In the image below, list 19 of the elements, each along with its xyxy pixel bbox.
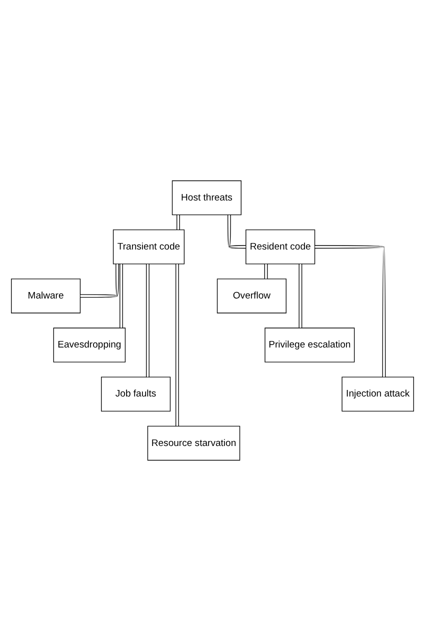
node-box: Privilege escalation [264, 327, 355, 362]
connector [298, 263, 302, 328]
node-box: Injection attack [342, 376, 414, 412]
node-box: Resident code [246, 228, 316, 264]
connector [264, 263, 268, 279]
connector [176, 214, 180, 230]
connector [314, 244, 386, 377]
node-box: Overflow [216, 278, 286, 313]
connector [228, 214, 246, 248]
connector [120, 263, 123, 328]
node-box: Eavesdropping [53, 327, 126, 362]
node-box: Resource starvation [147, 425, 240, 460]
node-box: Transient code [112, 228, 185, 264]
node-box: Host threats [172, 180, 242, 215]
connector [176, 263, 179, 426]
connector [146, 263, 150, 377]
connector [80, 263, 119, 298]
node-box: Malware [11, 278, 81, 313]
node-box: Job faults [101, 376, 171, 412]
